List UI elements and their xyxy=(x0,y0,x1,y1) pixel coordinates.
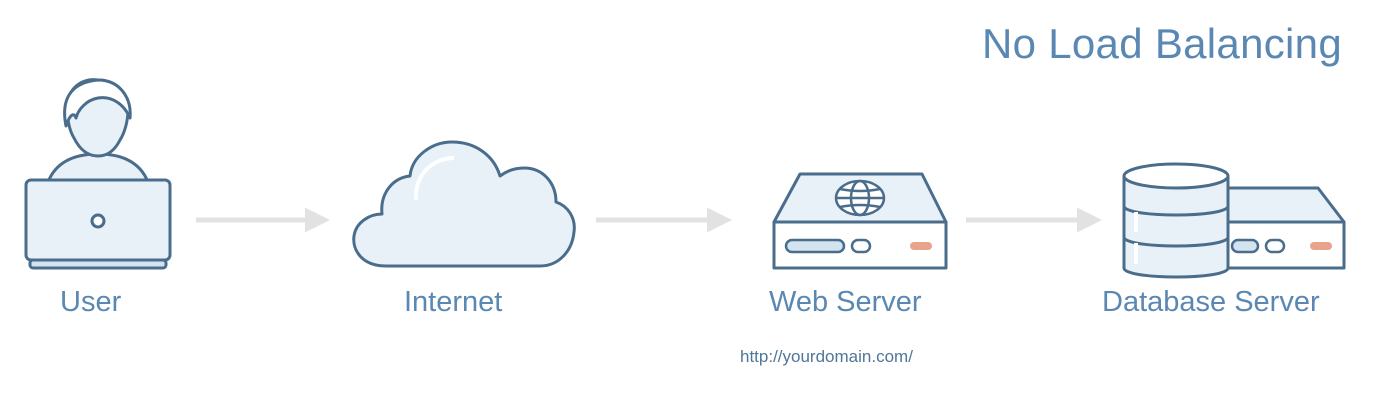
web-server-icon xyxy=(772,172,948,270)
internet-label: Internet xyxy=(404,286,503,318)
database-server-icon xyxy=(1122,162,1346,279)
cloud-icon xyxy=(352,140,576,268)
user-icon xyxy=(24,78,172,270)
web-server-url: http://yourdomain.com/ xyxy=(740,347,913,366)
diagram-title: No Load Balancing xyxy=(981,20,1342,67)
globe-icon xyxy=(834,179,886,217)
user-label: User xyxy=(60,286,122,318)
database-server-label: Database Server xyxy=(1102,286,1320,318)
web-server-label: Web Server xyxy=(769,286,922,318)
